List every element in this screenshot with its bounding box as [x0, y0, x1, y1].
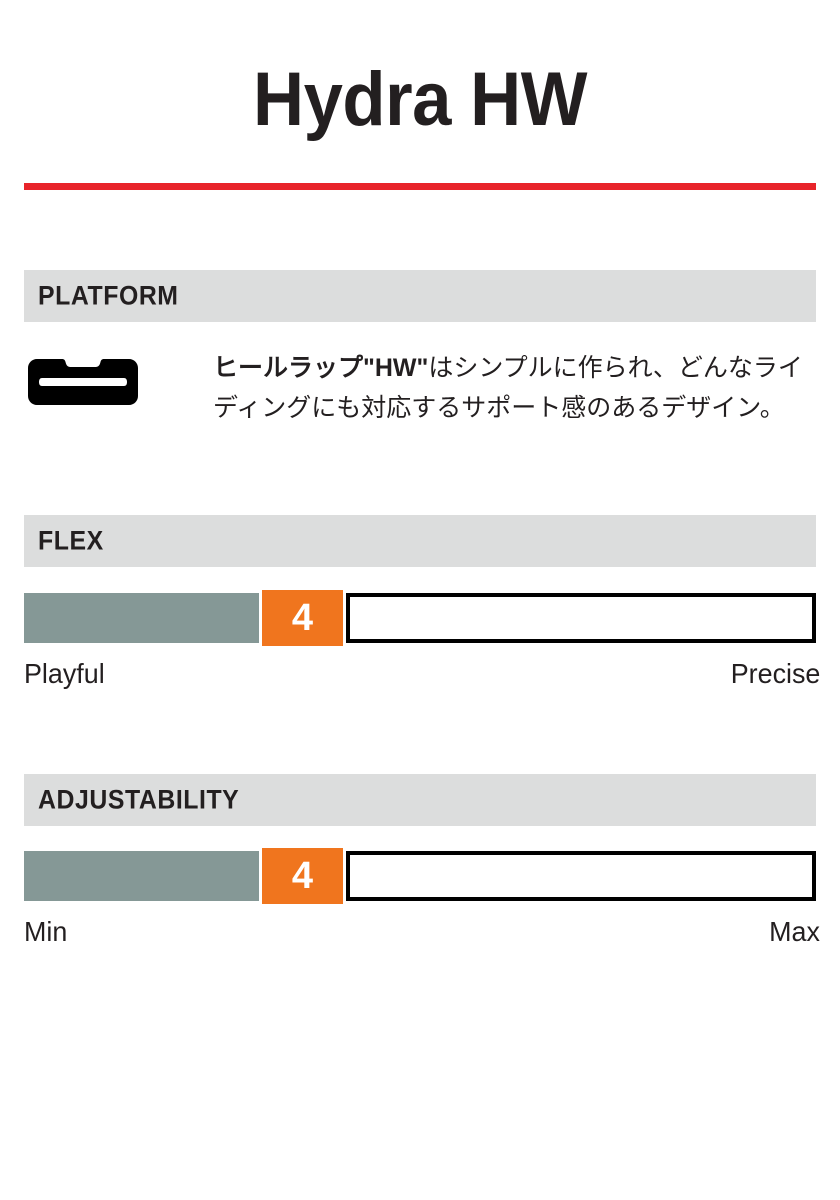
adjustability-rating-track-remainder [346, 851, 816, 901]
flex-rating-fill [24, 593, 259, 643]
section-header-platform: PLATFORM [24, 270, 816, 322]
adjustability-rating-value-badge: 4 [262, 848, 343, 904]
adjustability-rating-bar[interactable]: 4 [24, 848, 816, 904]
section-header-flex: FLEX [24, 515, 816, 567]
adjustability-scale-max-label: Max [769, 916, 820, 947]
page-title: Hydra HW [252, 57, 588, 142]
flex-rating-value-badge: 4 [262, 590, 343, 646]
platform-description-bold: ヒールラップ"HW" [213, 354, 429, 382]
adjustability-rating-fill [24, 851, 259, 901]
adjustability-scale-labels: Min Max [24, 918, 820, 946]
flex-scale-labels: Playful Precise [24, 660, 820, 688]
section-header-flex-label: FLEX [38, 525, 104, 556]
section-header-adjustability-label: ADJUSTABILITY [38, 784, 240, 815]
platform-description: ヒールラップ"HW"はシンプルに作られ、どんなライディングにも対応するサポート感… [213, 348, 825, 428]
flex-rating-track-remainder [346, 593, 816, 643]
flex-scale-max-label: Precise [730, 658, 820, 689]
section-header-adjustability: ADJUSTABILITY [24, 774, 816, 826]
flex-scale-min-label: Playful [24, 658, 105, 689]
platform-description-rest: はシンプルに作られ、どんなライディングにも対応するサポート感のあるデザイン。 [213, 354, 803, 422]
page-title-container: Hydra HW [0, 62, 840, 138]
flex-rating-bar[interactable]: 4 [24, 590, 816, 646]
section-header-platform-label: PLATFORM [38, 280, 179, 311]
heel-wrap-icon [24, 358, 142, 406]
adjustability-scale-min-label: Min [24, 916, 68, 947]
title-underline-rule [24, 183, 816, 190]
